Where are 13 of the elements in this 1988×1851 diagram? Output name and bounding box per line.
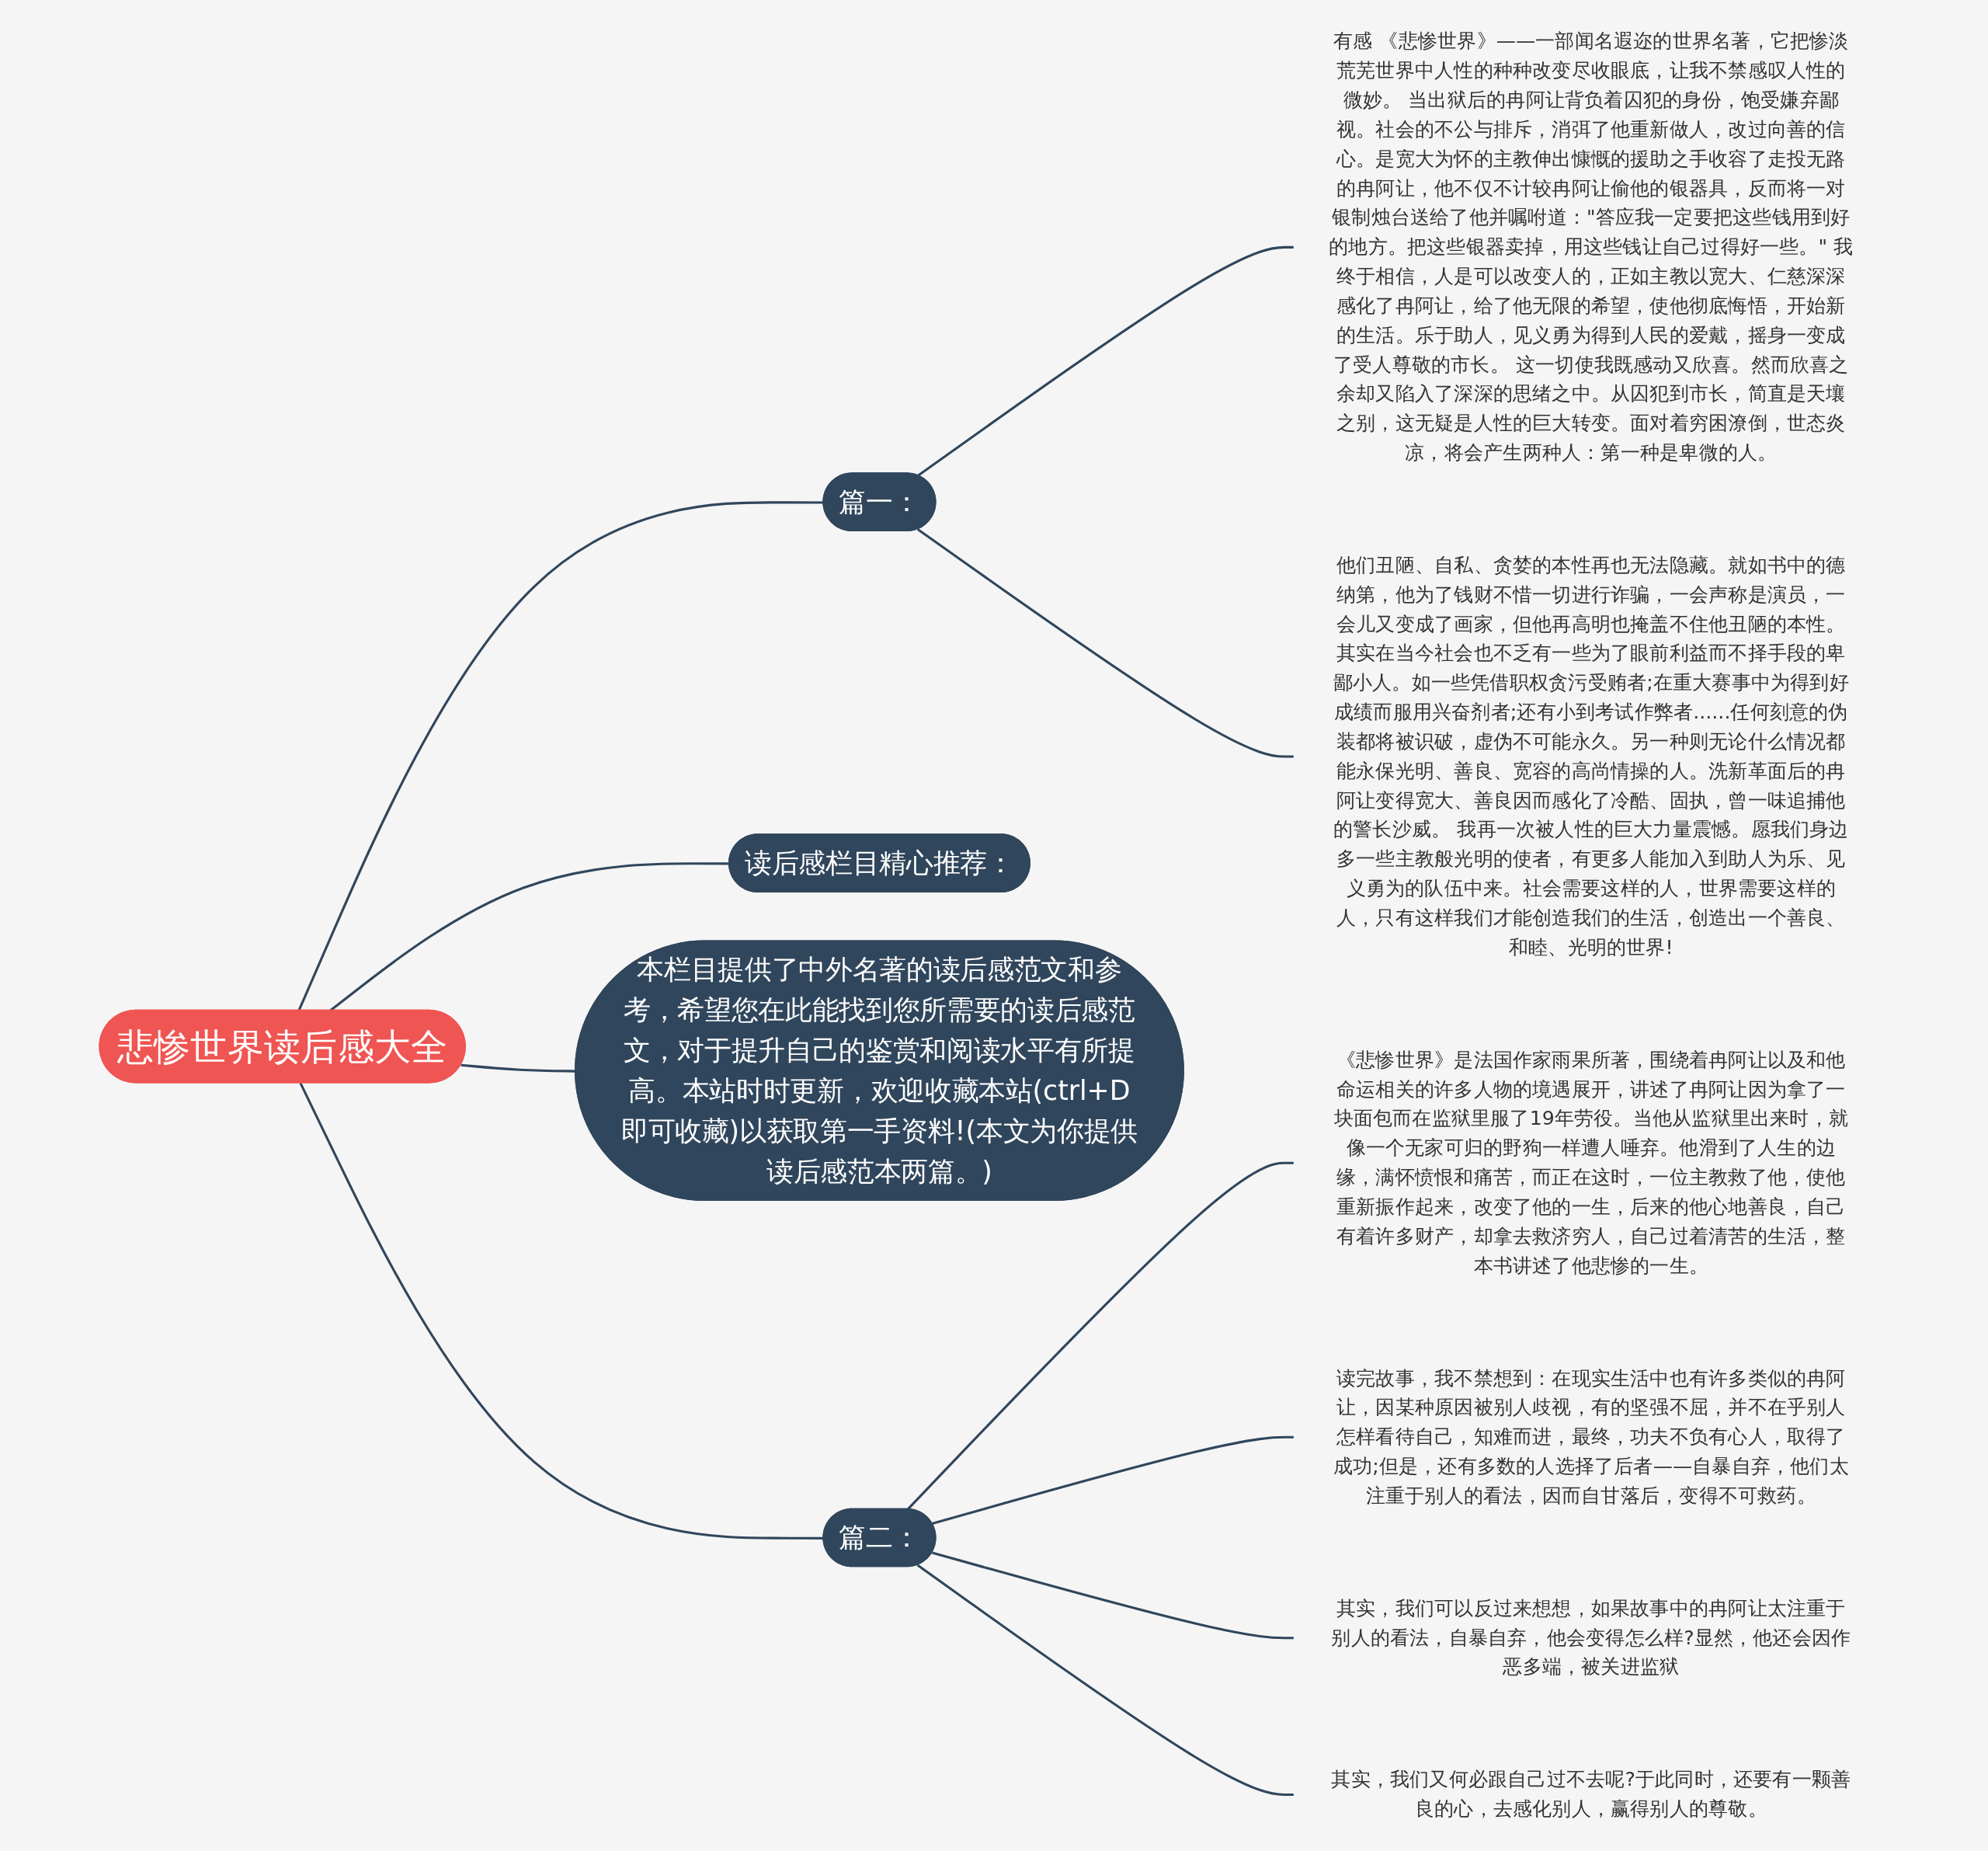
- node-text: 其实，我们又何必跟自己过不去呢?于此同时，还要有一颗善良的心，去感化别人，赢得别人的尊敬。: [1331, 1767, 1851, 1821]
- node-text: 《悲惨世界》是法国作家雨果所著，围绕着冉阿让以及和他命运相关的许多人物的境遇展开，讲述了冉阿让因为拿了一块面包而在监狱里服了19年劳役。当他从监狱里出来时，就像一个无家可归的野狗一样遭人唾弃。他滑到了人生的边缘，满怀愤恨和痛苦，而正在这时，一位主教救了他，使他重新振作起来，改变了他的一生，后来的他心地善良，自己有着许多财产，却拿去救济穷人，自己过着清苦的生活，整本书讲述了他悲惨的一生。: [1333, 1048, 1849, 1277]
- connector: [299, 1082, 824, 1540]
- node-text: 有感 《悲惨世界》——一部闻名遐迩的世界名著，它把惨淡荒芜世界中人性的种种改变尽收眼底，让我不禁感叹人性的微妙。 当出狱后的冉阿让背负着囚犯的身份，饱受嫌弃鄙视。社会的不公与排斥，消弭了他重新做人，改过向善的信心。是宽大为怀的主教伸出慷慨的援助之手收容了走投无路的冉阿让，他不仅不计较冉阿让偷他的银器具，反而将一对银制烛台送给了他并嘱咐道："答应我一定要把这些钱用到好的地方。把这些银器卖掉，用这些钱让自己过得好一些。" 我终于相信，人是可以改变人的，正如主教以宽大、仁慈深深感化了冉阿让，给了他无限的希望，使他彻底悔悟，开始新的生活。乐于助人，见义勇为得到人民的爱戴，摇身一变成了受人尊敬的市长。 这一切使我既感动又欣喜。然而欣喜之余却又陷入了深深的思绪之中。从囚犯到市长，简直是天壤之别，这无疑是人性的巨大转变。面对着穷困潦倒，世态炎凉，将会产生两种人：第一种是卑微的人。: [1329, 29, 1854, 464]
- connector: [916, 245, 1294, 477]
- node-text: 其实，我们可以反过来想想，如果故事中的冉阿让太注重于别人的看法，自暴自弃，他会变得怎么样?显然，他还会因作恶多端，被关进监狱: [1331, 1596, 1851, 1679]
- connector: [931, 1551, 1294, 1640]
- connector: [916, 1564, 1294, 1797]
- connector: [906, 1161, 1294, 1511]
- node-text: 他们丑陋、自私、贪婪的本性再也无法隐藏。就如书中的德纳第，他为了钱财不惜一切进行诈骗，一会声称是演员，一会儿又变成了画家，但他再高明也掩盖不住他丑陋的本性。其实在当今社会也不乏有一些为了眼前利益而不择手段的卑鄙小人。如一些凭借职权贪污受贿者;在重大赛事中为得到好成绩而服用兴奋剂者;还有小到考试作弊者......任何刻意的伪装都将被识破，虚伪不可能永久。另一种则无论什么情况都能永保光明、善良、宽容的高尚情操的人。洗新革面后的冉阿让变得宽大、善良因而感化了冷酷、固执，曾一味追捕他的警长沙威。 我再一次被人性的巨大力量震憾。愿我们身边多一些主教般光明的使者，有更多人能加入到助人为乐、见义勇为的队伍中来。社会需要这样的人，世界需要这样的人，只有这样我们才能创造我们的生活，创造出一个善良、和睦、光明的世界!: [1333, 553, 1849, 959]
- connector: [916, 528, 1294, 758]
- connector: [931, 1435, 1294, 1526]
- node-text: 读完故事，我不禁想到：在现实生活中也有许多类似的冉阿让，因某种原因被别人歧视，有的坚强不屈，并不在乎别人怎样看待自己，知难而进，最终，功夫不负有心人，取得了成功;但是，还有多数的人选择了后者——自暴自弃，他们太注重于别人的看法，因而自甘落后，变得不可救药。: [1333, 1366, 1849, 1508]
